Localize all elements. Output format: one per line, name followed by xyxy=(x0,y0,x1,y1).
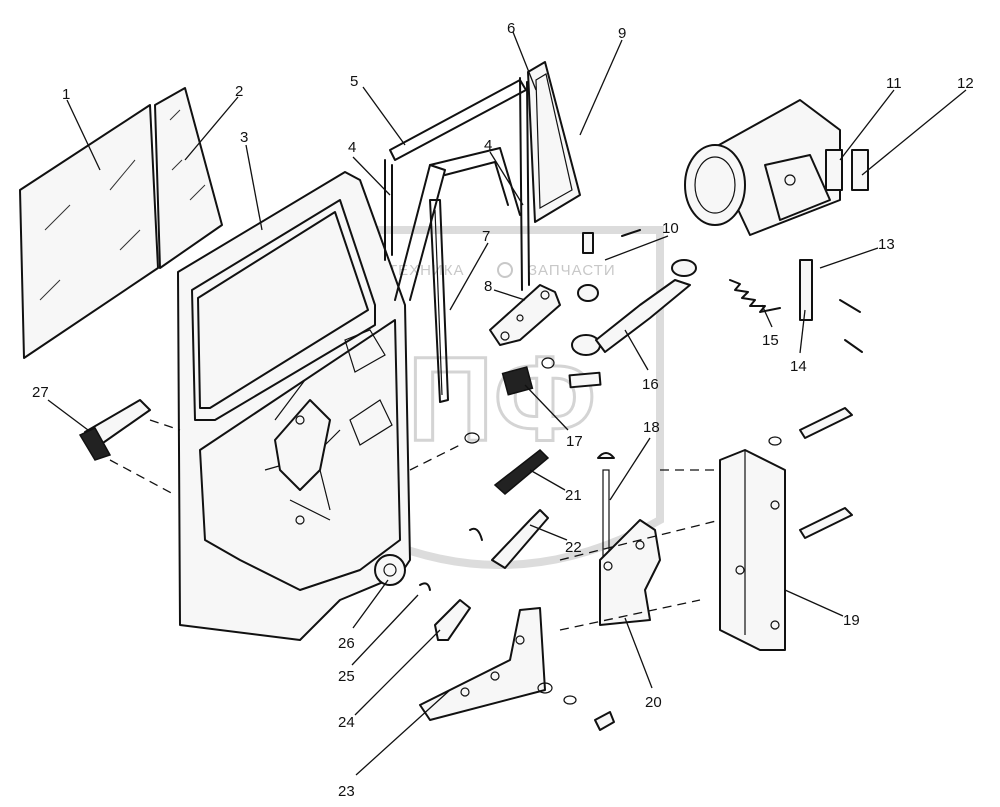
callout-16: 16 xyxy=(642,376,659,393)
callout-22: 22 xyxy=(565,539,582,556)
part-8-lever-plate xyxy=(489,284,561,346)
callout-26: 26 xyxy=(338,635,355,652)
part-2-vent-glass xyxy=(154,87,223,269)
assembly-lines xyxy=(109,419,721,631)
part-10-bushing xyxy=(577,229,641,302)
part-27-outer-handle xyxy=(78,399,151,461)
part-1-door-glass xyxy=(19,104,159,359)
part-11-hinge-cylinder xyxy=(684,99,869,236)
part-22-inner-handle xyxy=(469,509,549,569)
callout-12: 12 xyxy=(957,75,974,92)
watermark-left-text: ТЕХНИКА xyxy=(388,262,465,279)
part-4-window-channel xyxy=(394,147,521,301)
part-6-channel-strip xyxy=(519,77,530,291)
callout-14: 14 xyxy=(790,358,807,375)
part-7-guide-rail xyxy=(429,199,449,403)
callout-5: 5 xyxy=(350,73,358,90)
callout-6: 6 xyxy=(507,20,515,37)
callout-1: 1 xyxy=(62,86,70,103)
part-13-cotter-pin xyxy=(839,299,863,353)
callout-18: 18 xyxy=(643,419,660,436)
callout-4-left: 4 xyxy=(348,139,356,156)
callout-25: 25 xyxy=(338,668,355,685)
part-23-door-hinge xyxy=(419,607,615,731)
part-16-lever-arm xyxy=(568,259,697,389)
callout-15: 15 xyxy=(762,332,779,349)
callout-labels: 1 2 3 4 4 5 6 7 8 9 10 11 12 13 14 15 16… xyxy=(32,20,974,800)
callout-20: 20 xyxy=(645,694,662,711)
part-3-door-frame xyxy=(177,171,411,641)
part-17-latch xyxy=(464,357,555,444)
part-24-handle-crank xyxy=(434,599,471,641)
part-5-window-seal xyxy=(384,79,527,261)
part-19-pillar-plate xyxy=(719,449,786,651)
callout-7: 7 xyxy=(482,228,490,245)
callout-17: 17 xyxy=(566,433,583,450)
callout-8: 8 xyxy=(484,278,492,295)
callout-3: 3 xyxy=(240,129,248,146)
part-25-clip xyxy=(419,582,431,591)
part-26-roller xyxy=(374,554,406,586)
watermark-right-text: ЗАПЧАСТИ xyxy=(528,262,616,279)
callout-27: 27 xyxy=(32,384,49,401)
callout-24: 24 xyxy=(338,714,355,731)
callout-4-right: 4 xyxy=(484,137,492,154)
part-21-handle-bracket xyxy=(493,449,550,495)
callout-19: 19 xyxy=(843,612,860,629)
leader-lines xyxy=(47,31,967,776)
callout-11: 11 xyxy=(886,75,902,92)
callout-23: 23 xyxy=(338,783,355,800)
part-15-spring xyxy=(729,279,781,313)
gear-icon xyxy=(497,262,513,278)
callout-2: 2 xyxy=(235,83,243,100)
part-9-vent-window-frame xyxy=(527,61,581,223)
bolts-19 xyxy=(768,407,853,539)
callout-10: 10 xyxy=(662,220,679,237)
part-14-hinge-pin xyxy=(799,259,813,321)
callout-13: 13 xyxy=(878,236,895,253)
part-20-hinge-bracket xyxy=(599,519,661,626)
callout-21: 21 xyxy=(565,487,582,504)
callout-9: 9 xyxy=(618,25,626,42)
